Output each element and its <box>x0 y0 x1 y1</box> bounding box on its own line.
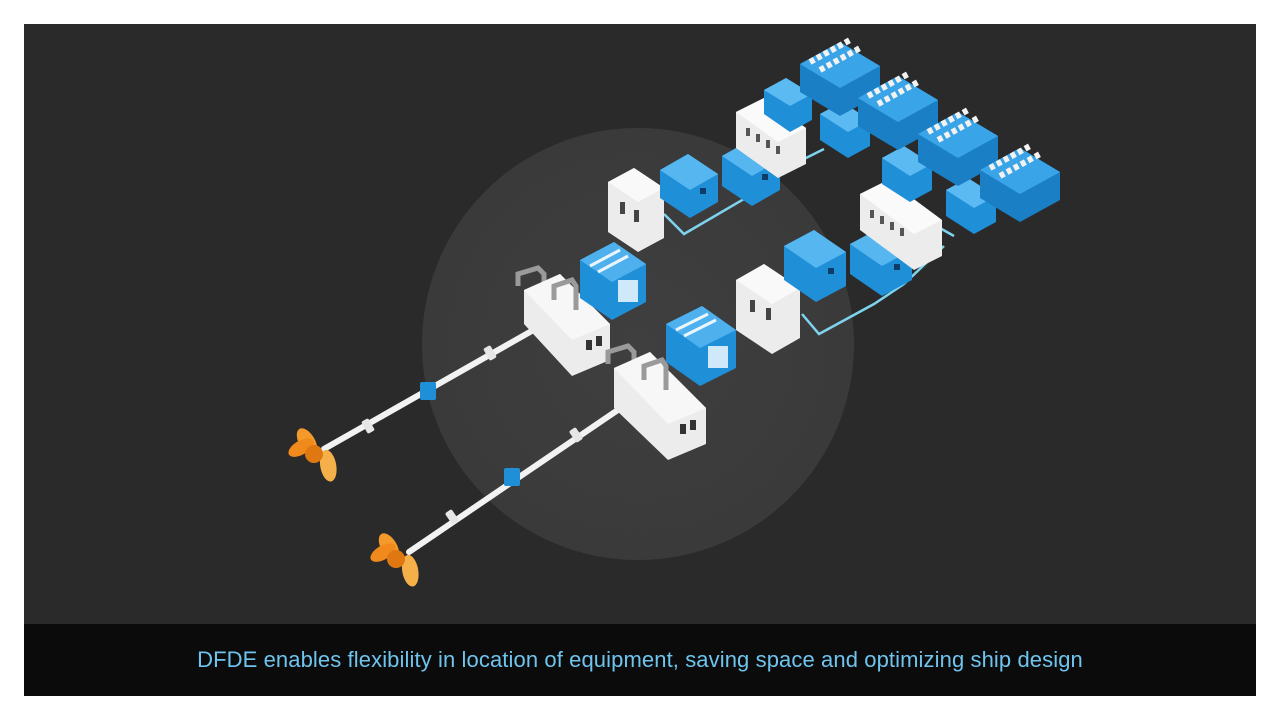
frequency-converter-icon <box>666 306 736 386</box>
transformer-icon <box>784 230 846 302</box>
switchboard-icon <box>608 168 664 252</box>
diesel-engine-icon <box>980 143 1060 222</box>
electric-motor-icon <box>515 265 610 376</box>
diesel-engine-icon <box>918 107 998 186</box>
dfde-propulsion-diagram <box>288 37 1060 587</box>
electric-motor-icon <box>605 343 706 460</box>
video-frame: DFDE enables flexibility in location of … <box>24 24 1256 696</box>
propeller-icon <box>370 533 419 587</box>
propeller-icon <box>288 428 337 482</box>
caption-bar: DFDE enables flexibility in location of … <box>24 624 1256 696</box>
shaft-bearings <box>361 345 583 525</box>
switchboard-icon <box>736 264 800 354</box>
diesel-engine-icon <box>858 71 938 150</box>
caption-text: DFDE enables flexibility in location of … <box>197 647 1083 672</box>
frequency-converter-icon <box>580 242 646 320</box>
background-spotlight <box>422 128 854 560</box>
shaft-couplings <box>420 382 520 486</box>
transformer-icon <box>660 154 718 218</box>
main-switchboard-icon <box>860 180 942 270</box>
